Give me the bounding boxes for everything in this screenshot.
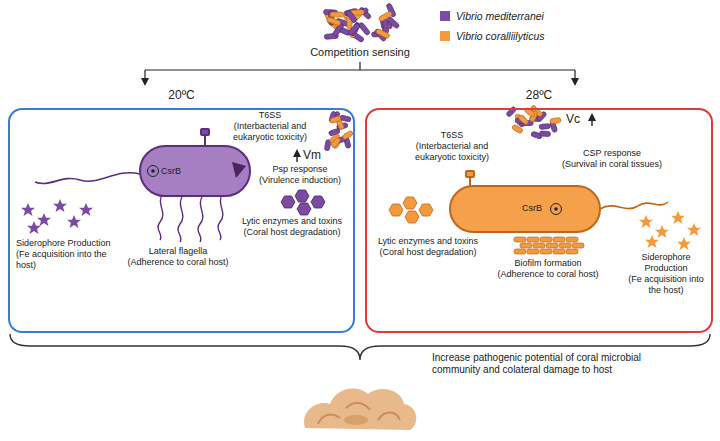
- bacteria-cluster: [324, 111, 354, 151]
- trait-label: (Survival in coral tissues): [552, 159, 672, 170]
- label-group: Lateral flagella(Adherence to coral host…: [118, 246, 238, 268]
- gene-label: CsrB: [522, 203, 552, 214]
- legend-text: Vibrio mediterranei: [456, 10, 544, 22]
- bacteria-cluster: [323, 3, 400, 43]
- label-group: Increase pathogenic potential of coral m…: [432, 352, 672, 376]
- label-group: Lytic enzymes and toxins(Coral host degr…: [369, 236, 487, 258]
- trait-label: (Interbacterial and eukaryotic toxicity): [402, 141, 502, 163]
- legend-item: Vibrio coralliilyticus: [440, 30, 545, 42]
- trait-label: CSP response: [552, 148, 672, 159]
- label-group: Siderophore Production(Fe acquisition in…: [16, 238, 112, 271]
- legend-text: Vibrio coralliilyticus: [456, 30, 545, 42]
- trait-label: Lytic enzymes and toxins: [230, 216, 355, 227]
- trait-label: Siderophore Production: [16, 238, 112, 249]
- abundance-label: Vc: [566, 112, 588, 126]
- coral-illustration: [304, 389, 416, 430]
- lytic-enzymes: [389, 197, 433, 223]
- label-group: CsrB: [161, 166, 201, 177]
- trait-label: Biofilm formation: [491, 258, 606, 269]
- trait-label: Siderophore Production: [624, 252, 708, 274]
- legend-swatch: [440, 11, 450, 21]
- temperature-heading: 28ºC: [526, 88, 552, 102]
- label-group: Vc: [566, 112, 588, 126]
- trait-label: (Interbacterial and eukaryotic toxicity): [220, 121, 320, 143]
- temperature-heading: 20ºC: [168, 88, 194, 102]
- label-group: CsrB: [522, 203, 552, 214]
- trait-label: (Virulence induction): [245, 175, 355, 186]
- trait-label: (Coral host degradation): [230, 227, 355, 238]
- lytic-enzymes: [281, 190, 325, 215]
- trait-label: Lytic enzymes and toxins: [369, 236, 487, 247]
- label-group: Competition sensing: [280, 46, 440, 59]
- trait-label: T6SS: [402, 130, 502, 141]
- vm-cell: [35, 129, 250, 242]
- label-group: Psp response(Virulence induction): [245, 164, 355, 186]
- outcome-note: Increase pathogenic potential of coral m…: [432, 352, 672, 376]
- trait-label: Lateral flagella: [118, 246, 238, 257]
- label-group: Vm: [303, 148, 327, 162]
- label-group: Siderophore Production(Fe acquisition in…: [624, 252, 708, 296]
- siderophores: [639, 211, 701, 250]
- biofilm: [514, 237, 584, 254]
- label-group: CSP response(Survival in coral tissues): [552, 148, 672, 170]
- trait-label: (Fe acquisition into the host): [16, 249, 112, 271]
- label-group: Lytic enzymes and toxins(Coral host degr…: [230, 216, 355, 238]
- legend-swatch: [440, 31, 450, 41]
- gene-label: CsrB: [161, 166, 201, 177]
- label-group: Biofilm formation(Adherence to coral hos…: [491, 258, 606, 280]
- bacteria-cluster: [506, 105, 562, 139]
- process-label: Competition sensing: [280, 46, 440, 59]
- increase-arrow: [296, 151, 297, 162]
- branch-arrows: [145, 62, 575, 84]
- trait-label: (Fe acquisition into the host): [624, 274, 708, 296]
- label-group: T6SS(Interbacterial and eukaryotic toxic…: [402, 130, 502, 163]
- trait-label: Psp response: [245, 164, 355, 175]
- trait-label: T6SS: [220, 110, 320, 121]
- trait-label: (Coral host degradation): [369, 247, 487, 258]
- siderophores: [21, 199, 93, 234]
- abundance-label: Vm: [303, 148, 327, 162]
- label-group: T6SS(Interbacterial and eukaryotic toxic…: [220, 110, 320, 143]
- trait-label: (Adherence to coral host): [491, 269, 606, 280]
- increase-arrow: [591, 115, 592, 126]
- legend-item: Vibrio mediterranei: [440, 10, 544, 22]
- trait-label: (Adherence to coral host): [118, 257, 238, 268]
- vc-cell: [450, 171, 668, 232]
